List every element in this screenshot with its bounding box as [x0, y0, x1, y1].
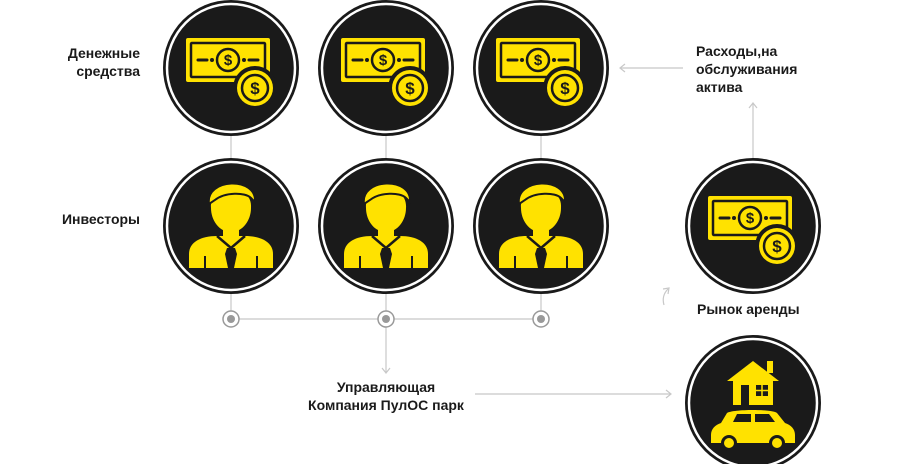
- cash-label: Денежные средства: [67, 45, 140, 79]
- investors-label: Инвесторы: [61, 211, 140, 227]
- junction-node: [377, 310, 395, 328]
- junction-node: [222, 310, 240, 328]
- rental-market-label: Рынок аренды: [697, 301, 800, 317]
- junction-node: [532, 310, 550, 328]
- expenses-label: Расходы,на обслуживания актива: [696, 43, 798, 95]
- management-company-label: Управляющая Компания ПулОС парк: [308, 379, 464, 413]
- investor-circle-3: [473, 158, 609, 294]
- rental-circle: [685, 335, 821, 464]
- cash-circle-3: [473, 0, 609, 136]
- investor-circle-2: [318, 158, 454, 294]
- investor-circle-1: [163, 158, 299, 294]
- expenses-cash-circle: [685, 158, 821, 294]
- connectors: [230, 63, 758, 399]
- cash-circle-2: [318, 0, 454, 136]
- cash-circle-1: [163, 0, 299, 136]
